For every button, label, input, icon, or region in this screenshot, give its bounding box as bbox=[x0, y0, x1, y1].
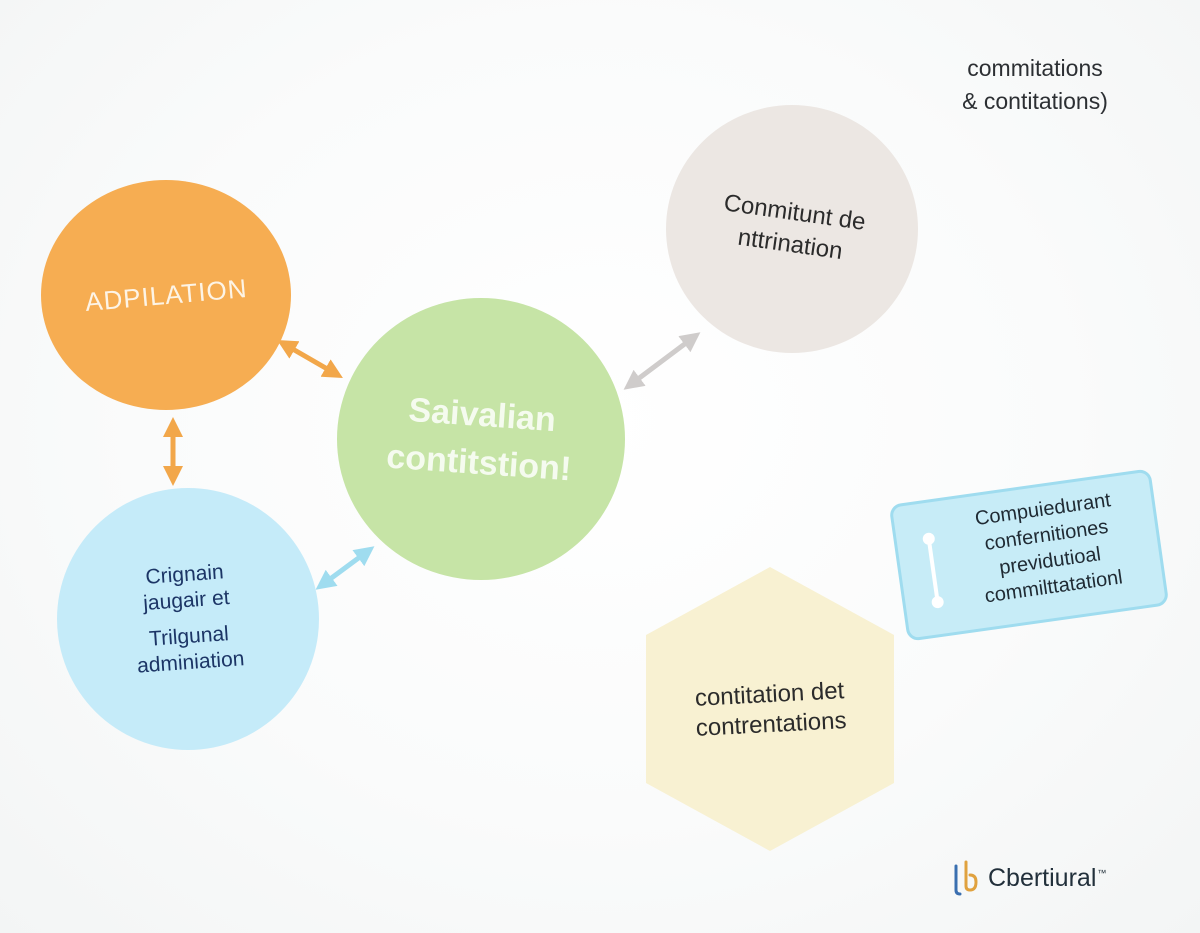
arrow-blue-center bbox=[315, 546, 375, 590]
hexagon-node-shape bbox=[646, 567, 894, 851]
hexagon-node-line-2: contrentations bbox=[694, 707, 847, 742]
brand-trademark: ™ bbox=[1097, 868, 1107, 879]
arrow-orange-center bbox=[277, 340, 343, 378]
top-note-line-1: commitations bbox=[967, 55, 1103, 81]
brand-logo: Cbertiural™ bbox=[948, 860, 1106, 896]
brand-name: Cbertiural bbox=[988, 863, 1097, 892]
arrow-center-gray bbox=[623, 332, 701, 390]
brand-mark-icon bbox=[954, 860, 978, 896]
blue-circle-node: Crignain jaugair et Trilgunal adminiatio… bbox=[57, 488, 319, 750]
top-note-line-2: & contitations) bbox=[962, 88, 1108, 114]
center-circle-node: Saivalian contitstion! bbox=[337, 298, 625, 580]
orange-circle-node: ADPILATION bbox=[41, 180, 291, 410]
orange-node-label: ADPILATION bbox=[83, 272, 249, 317]
callout-text: Compuiedurant confernitiones previdutioa… bbox=[941, 483, 1156, 614]
hexagon-node: contitation det contrentations bbox=[650, 650, 890, 770]
top-note: commitations & contitations) bbox=[900, 52, 1170, 118]
pin-connector-icon bbox=[921, 532, 945, 609]
gray-circle-node: Conmitunt de nttrination bbox=[666, 105, 918, 353]
